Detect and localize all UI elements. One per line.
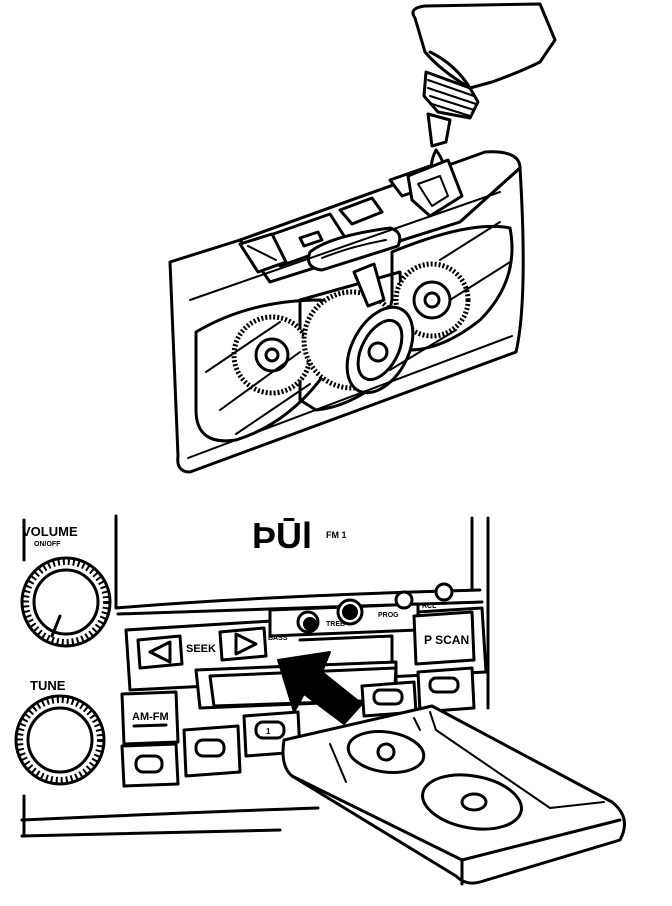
- volume-sublabel: ON/OFF: [34, 541, 61, 548]
- volume-label: VOLUME: [22, 524, 78, 539]
- am-fm-button[interactable]: AM-FM: [120, 690, 180, 746]
- seek-back-button[interactable]: [136, 634, 184, 670]
- rcl-button-icon[interactable]: [434, 582, 454, 602]
- seek-forward-button[interactable]: [218, 626, 268, 662]
- tune-label: TUNE: [30, 678, 66, 693]
- cleaning-cassette-insert-icon: [281, 704, 626, 886]
- preset-button[interactable]: [416, 666, 476, 714]
- cleaner-bottle-icon: [411, 2, 557, 178]
- preset-button[interactable]: [120, 742, 180, 788]
- preset-button[interactable]: [182, 724, 242, 778]
- cleaning-cassette-icon: [168, 150, 525, 474]
- display-digits: ÞŪl: [252, 515, 312, 556]
- display-band: FM 1: [326, 530, 347, 540]
- preset-1-label: 1: [266, 727, 271, 736]
- treb-knob-icon[interactable]: [336, 598, 364, 626]
- am-fm-label: AM-FM: [132, 711, 169, 723]
- seek-label: SEEK: [186, 643, 216, 655]
- tune-knob-icon[interactable]: [14, 694, 106, 786]
- insert-arrow-icon: [277, 651, 363, 725]
- p-scan-label: P SCAN: [424, 633, 469, 647]
- p-scan-button[interactable]: P SCAN: [412, 610, 476, 666]
- radio-display: ÞŪl FM 1: [252, 515, 347, 556]
- bass-knob-icon[interactable]: [296, 610, 320, 634]
- rcl-label: RCL: [422, 603, 437, 610]
- prog-button-icon[interactable]: [394, 590, 414, 610]
- prog-label: PROG: [378, 612, 399, 619]
- treb-label: TREB: [326, 621, 345, 628]
- preset-button[interactable]: [360, 680, 418, 718]
- bass-label: BASS: [268, 635, 288, 642]
- volume-knob-icon[interactable]: [20, 556, 112, 648]
